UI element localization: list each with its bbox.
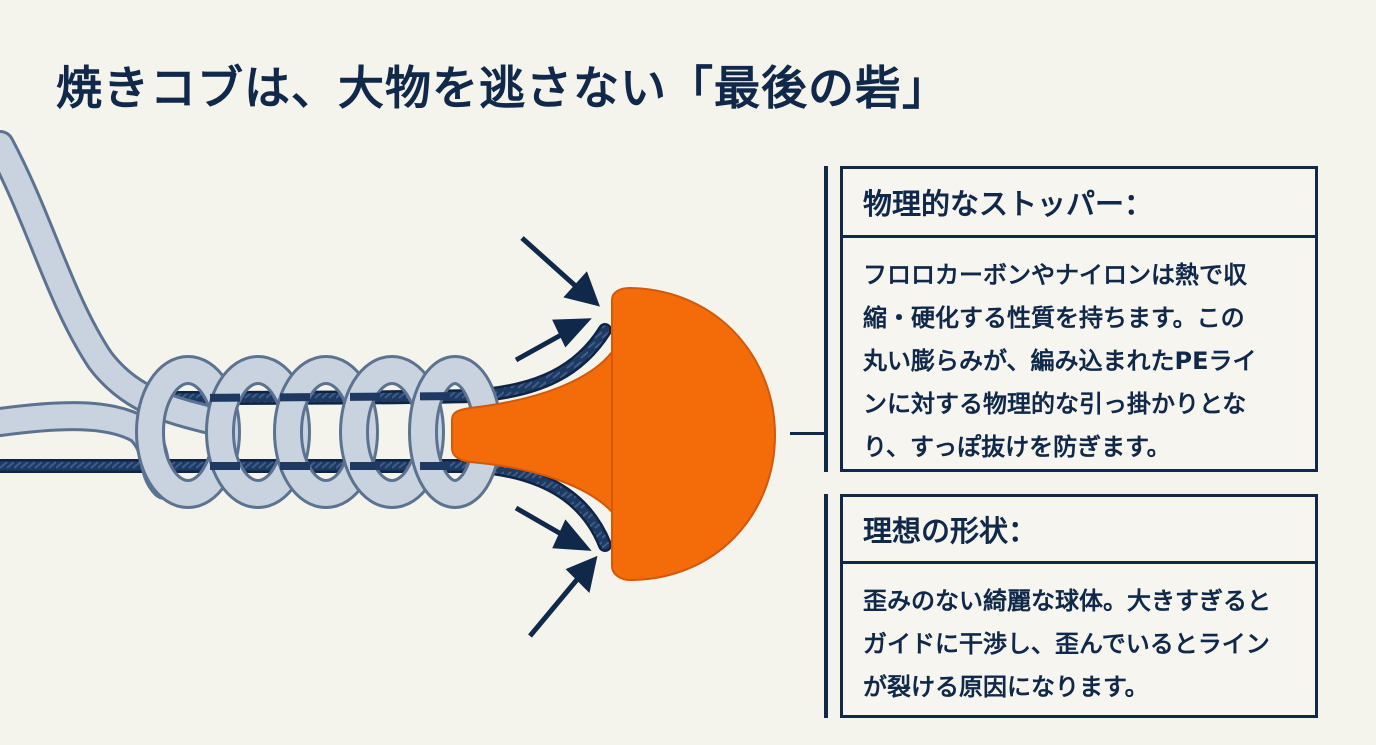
callout-connector: [790, 432, 826, 435]
panel-heading: 物理的なストッパー：: [843, 169, 1315, 238]
panel-line: ンに対する物理的な引っ掛かりとな: [863, 390, 1247, 418]
panel-line: り、すっぽ抜けを防ぎます。: [863, 433, 1171, 461]
panel-line: 歪みのない綺麗な球体。大きすぎると: [863, 587, 1271, 615]
panel-physical-stopper: 物理的なストッパー： フロロカーボンやナイロンは熱で収 縮・硬化する性質を持ちま…: [840, 166, 1318, 472]
knot-bump: [451, 286, 777, 582]
callout-bar-1: [824, 166, 828, 472]
panel-line: 縮・硬化する性質を持ちます。この: [863, 304, 1245, 332]
callout-bar-2: [824, 494, 828, 718]
panel-ideal-shape: 理想の形状： 歪みのない綺麗な球体。大きすぎると ガイドに干渉し、歪んでいるとラ…: [840, 494, 1318, 718]
leader-line: [0, 130, 502, 509]
panel-line: フロロカーボンやナイロンは熱で収: [863, 261, 1247, 289]
panel-body: フロロカーボンやナイロンは熱で収 縮・硬化する性質を持ちます。この 丸い膨らみが…: [843, 238, 1315, 469]
panel-line: が裂ける原因になります。: [863, 673, 1149, 701]
arrow-icon: [520, 236, 582, 292]
panel-line: 丸い膨らみが、編み込まれたPEライ: [863, 347, 1257, 375]
panel-line: ガイドに干渉し、歪んでいるとライン: [863, 630, 1270, 658]
page-title: 焼きコブは、大物を逃さない「最後の砦」: [56, 61, 949, 115]
panel-body: 歪みのない綺麗な球体。大きすぎると ガイドに干渉し、歪んでいるとライン が裂ける…: [843, 564, 1315, 709]
panel-heading: 理想の形状：: [843, 497, 1315, 564]
arrow-icon: [528, 574, 582, 638]
compression-arrows: [514, 236, 600, 638]
